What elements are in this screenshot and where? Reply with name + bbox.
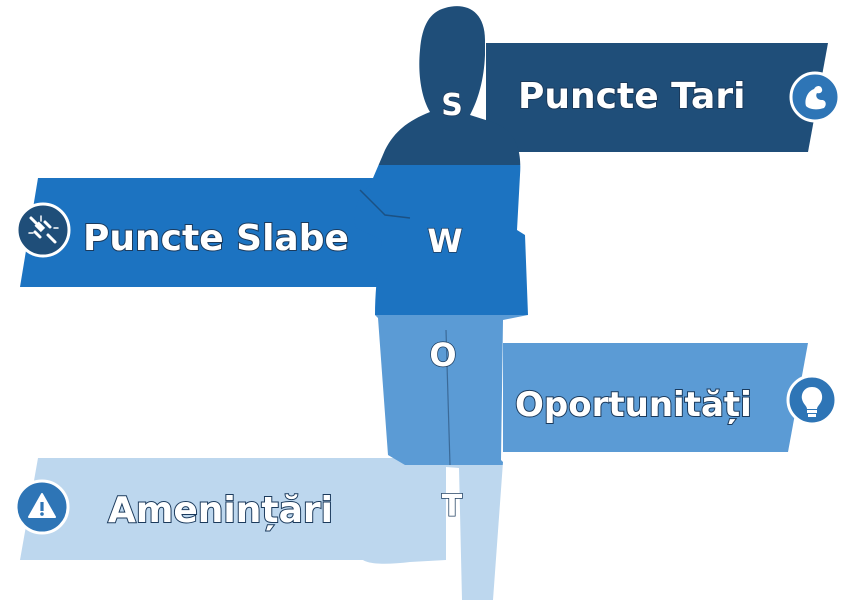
threats-banner [20, 458, 405, 560]
threats-label: Amenințări [108, 490, 333, 531]
threats-letter: T [442, 489, 463, 524]
strengths-label: Puncte Tari [518, 76, 745, 117]
strong-arm-icon [789, 71, 841, 123]
crossed-arm-line [359, 189, 411, 219]
weaknesses-letter: W [427, 222, 462, 260]
opportunities-label: Oportunități [515, 385, 752, 425]
weaknesses-banner [20, 178, 383, 287]
strengths-letter: S [441, 88, 463, 123]
leg-separation-line [445, 329, 451, 466]
figure-section-weaknesses [354, 165, 528, 315]
strengths-banner [486, 43, 828, 152]
broken-plug-icon [15, 202, 71, 258]
warning-icon [14, 479, 70, 535]
opportunities-letter: O [429, 336, 456, 374]
lightbulb-icon [786, 374, 838, 426]
weaknesses-label: Puncte Slabe [83, 218, 349, 259]
opportunities-banner [503, 343, 808, 452]
